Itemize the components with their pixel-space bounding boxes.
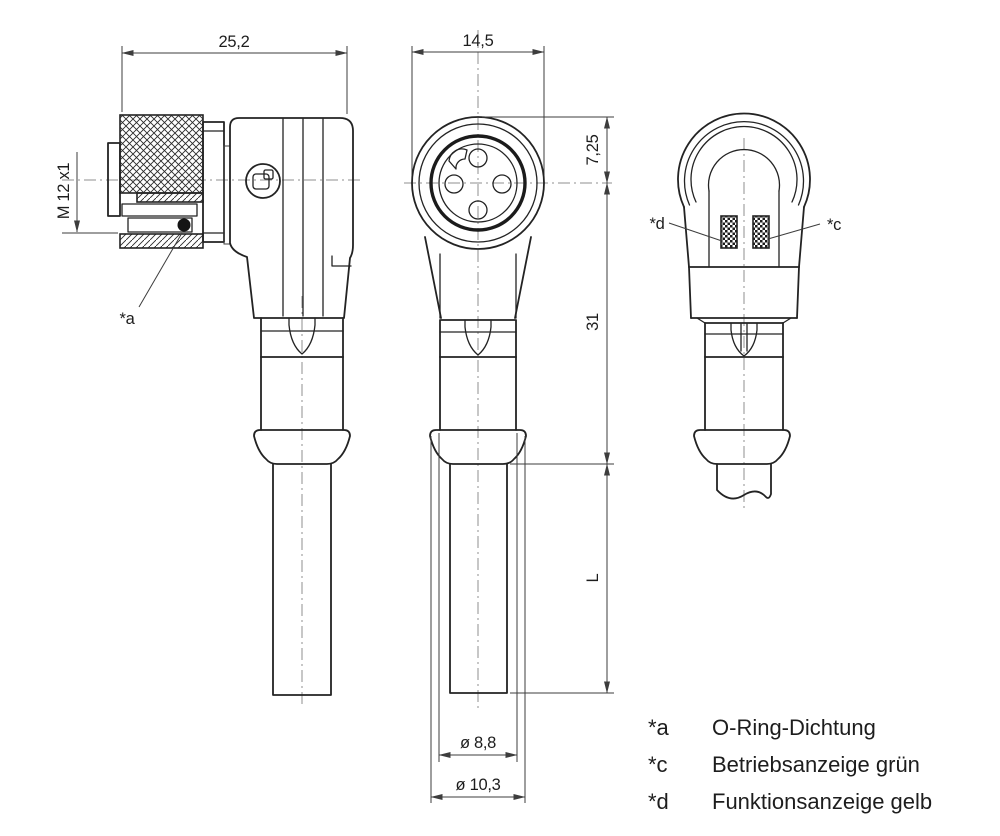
bend-protection-bell bbox=[429, 429, 527, 465]
connector-face bbox=[411, 116, 545, 250]
thread-section bbox=[119, 192, 204, 249]
knurled-nut bbox=[119, 114, 204, 194]
dim-label-face-offset: 7,25 bbox=[584, 134, 602, 165]
dim-label-thread: M 12 x1 bbox=[55, 163, 73, 220]
dim-label-front-width: 14,5 bbox=[463, 32, 494, 50]
side-view: 25,2 M 12 x1 bbox=[55, 33, 362, 704]
strain-relief bbox=[429, 319, 527, 465]
legend-symbol-c: *c bbox=[648, 752, 668, 777]
callout-o-ring: *a bbox=[120, 232, 183, 328]
pin-2 bbox=[492, 174, 512, 194]
callout-led-function: *d bbox=[650, 215, 723, 242]
dim-label-head-length: 31 bbox=[584, 313, 602, 331]
manufacturer-logo-icon bbox=[245, 163, 281, 199]
housing-cone bbox=[424, 236, 532, 321]
dimension-dia-large: ø 10,3 bbox=[430, 436, 526, 803]
dimension-head-length: 31 bbox=[510, 182, 614, 465]
front-view: 14,5 bbox=[404, 30, 614, 803]
strain-relief bbox=[693, 317, 792, 465]
coding-keyway bbox=[448, 148, 468, 170]
legend-label-d: Funktionsanzeige gelb bbox=[712, 789, 932, 814]
dimension-thread: M 12 x1 bbox=[55, 152, 118, 234]
dim-label-dia-large: ø 10,3 bbox=[456, 776, 501, 794]
cable bbox=[272, 463, 332, 696]
cable-stub bbox=[716, 463, 772, 500]
pin-4 bbox=[444, 174, 464, 194]
legend-symbol-d: *d bbox=[648, 789, 669, 814]
callout-led-operation: *c bbox=[767, 216, 841, 240]
legend-row-a: *a O-Ring-Dichtung bbox=[648, 715, 876, 740]
pin-1 bbox=[468, 148, 488, 168]
dim-label-cable-length: L bbox=[584, 573, 602, 582]
dimension-dia-small: ø 8,8 bbox=[438, 433, 518, 762]
callout-label-c: *c bbox=[827, 216, 841, 234]
bend-protection-bell bbox=[693, 429, 791, 465]
led-window-operation bbox=[752, 215, 770, 249]
callout-label-a: *a bbox=[120, 310, 136, 328]
callout-label-d: *d bbox=[650, 215, 665, 233]
dimension-cable-length: L bbox=[510, 463, 614, 694]
housing-body bbox=[229, 117, 354, 319]
legend-row-d: *d Funktionsanzeige gelb bbox=[648, 789, 932, 814]
housing-head bbox=[677, 112, 811, 319]
legend: *a O-Ring-Dichtung *c Betriebsanzeige gr… bbox=[648, 715, 932, 814]
legend-symbol-a: *a bbox=[648, 715, 670, 740]
back-view: *d *c bbox=[650, 112, 841, 508]
legend-row-c: *c Betriebsanzeige grün bbox=[648, 752, 920, 777]
dim-label-side-width: 25,2 bbox=[219, 33, 250, 51]
o-ring bbox=[177, 218, 191, 232]
legend-label-a: O-Ring-Dichtung bbox=[712, 715, 876, 740]
bend-protection-bell bbox=[253, 429, 351, 465]
cable bbox=[449, 463, 508, 694]
dimension-face-offset: 7,25 bbox=[482, 116, 614, 184]
dimension-front-width: 14,5 bbox=[411, 32, 545, 186]
legend-label-c: Betriebsanzeige grün bbox=[712, 752, 920, 777]
led-window-function bbox=[720, 215, 738, 249]
nut-rear-flange bbox=[202, 121, 225, 243]
pin-3 bbox=[468, 200, 488, 220]
dim-label-dia-small: ø 8,8 bbox=[460, 734, 496, 752]
dimension-side-width: 25,2 bbox=[121, 33, 348, 114]
strain-relief bbox=[253, 317, 351, 465]
